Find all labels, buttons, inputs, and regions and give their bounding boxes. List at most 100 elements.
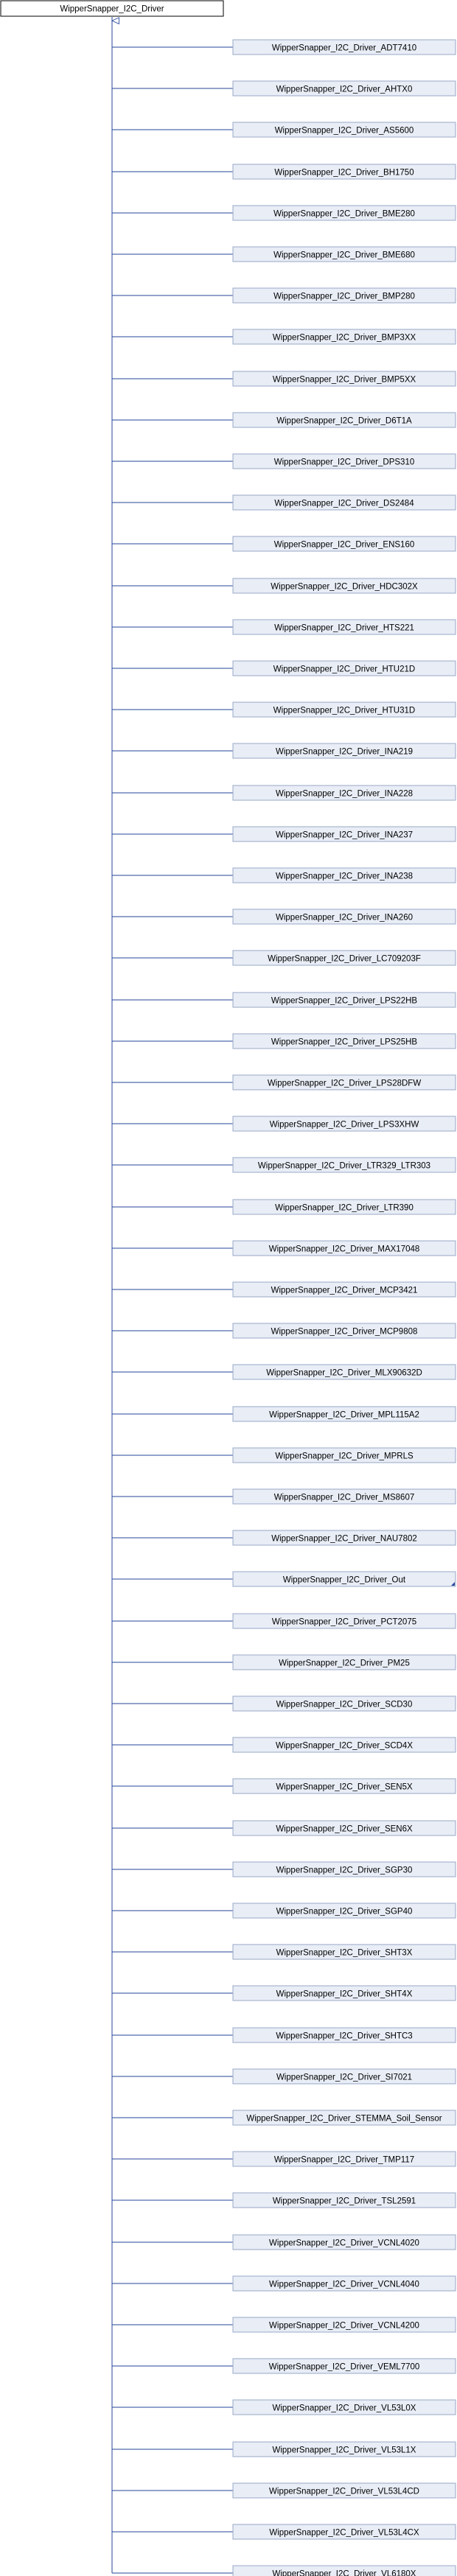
derived-class-node[interactable]: WipperSnapper_I2C_Driver_BME280: [232, 205, 456, 221]
derived-class-node[interactable]: WipperSnapper_I2C_Driver_VL53L4CX: [232, 2524, 456, 2540]
derived-class-node[interactable]: WipperSnapper_I2C_Driver_INA237: [232, 826, 456, 842]
derived-class-label: WipperSnapper_I2C_Driver_MCP3421: [271, 1287, 418, 1295]
derived-class-box: [232, 536, 456, 552]
derived-class-label: WipperSnapper_I2C_Driver_SEN5X: [276, 1783, 413, 1792]
collapsed-children-marker-icon: [451, 1582, 455, 1586]
derived-class-box: [232, 1985, 456, 2001]
derived-class-node[interactable]: WipperSnapper_I2C_Driver_NAU7802: [232, 1530, 456, 1546]
derived-class-label: WipperSnapper_I2C_Driver_BME680: [273, 251, 415, 260]
derived-class-node[interactable]: WipperSnapper_I2C_Driver_SHT4X: [232, 1985, 456, 2001]
derived-class-node[interactable]: WipperSnapper_I2C_Driver_MCP9808: [232, 1323, 456, 1339]
derived-class-node[interactable]: WipperSnapper_I2C_Driver_HTU31D: [232, 701, 456, 718]
derived-class-node[interactable]: WipperSnapper_I2C_Driver_HTU21D: [232, 660, 456, 676]
derived-class-node[interactable]: WipperSnapper_I2C_Driver_LTR329_LTR303: [232, 1157, 456, 1173]
derived-class-label: WipperSnapper_I2C_Driver_BMP3XX: [273, 334, 416, 343]
derived-class-node[interactable]: WipperSnapper_I2C_Driver_VCNL4020: [232, 2234, 456, 2250]
derived-class-box: [232, 619, 456, 635]
derived-class-node[interactable]: WipperSnapper_I2C_Driver_SGP40: [232, 1903, 456, 1919]
derived-class-box: [232, 1654, 456, 1670]
derived-class-node[interactable]: WipperSnapper_I2C_Driver_TSL2591: [232, 2192, 456, 2208]
derived-class-node[interactable]: WipperSnapper_I2C_Driver_INA219: [232, 743, 456, 759]
derived-class-list: WipperSnapper_I2C_Driver_ADT7410WipperSn…: [232, 39, 456, 2576]
derived-class-node[interactable]: WipperSnapper_I2C_Driver_TMP117: [232, 2151, 456, 2167]
derived-class-box: [232, 2441, 456, 2457]
derived-class-node[interactable]: WipperSnapper_I2C_Driver_LTR390: [232, 1199, 456, 1215]
derived-class-node[interactable]: WipperSnapper_I2C_Driver_SCD30: [232, 1695, 456, 1712]
derived-class-node[interactable]: WipperSnapper_I2C_Driver_SGP30: [232, 1861, 456, 1877]
derived-class-box: [232, 2358, 456, 2374]
derived-class-node[interactable]: WipperSnapper_I2C_Driver_MAX17048: [232, 1240, 456, 1256]
derived-class-node[interactable]: WipperSnapper_I2C_Driver_ADT7410: [232, 39, 456, 55]
base-class-node[interactable]: WipperSnapper_I2C_Driver: [0, 0, 224, 17]
derived-class-node[interactable]: WipperSnapper_I2C_Driver_VCNL4040: [232, 2275, 456, 2292]
derived-class-node[interactable]: WipperSnapper_I2C_Driver_PCT2075: [232, 1613, 456, 1629]
derived-class-node[interactable]: WipperSnapper_I2C_Driver_AHTX0: [232, 80, 456, 97]
derived-class-node[interactable]: WipperSnapper_I2C_Driver_PM25: [232, 1654, 456, 1670]
derived-class-node[interactable]: WipperSnapper_I2C_Driver_INA260: [232, 909, 456, 925]
derived-class-node[interactable]: WipperSnapper_I2C_Driver_VL53L1X: [232, 2441, 456, 2457]
derived-class-label: WipperSnapper_I2C_Driver_INA260: [276, 914, 413, 923]
derived-class-box: [232, 1613, 456, 1629]
derived-class-node[interactable]: WipperSnapper_I2C_Driver_DPS310: [232, 453, 456, 469]
derived-class-node[interactable]: WipperSnapper_I2C_Driver_LPS3XHW: [232, 1116, 456, 1132]
derived-class-node[interactable]: WipperSnapper_I2C_Driver_SHT3X: [232, 1944, 456, 1960]
derived-class-node[interactable]: WipperSnapper_I2C_Driver_SCD4X: [232, 1737, 456, 1753]
derived-class-node[interactable]: WipperSnapper_I2C_Driver_MCP3421: [232, 1281, 456, 1298]
derived-class-node[interactable]: WipperSnapper_I2C_Driver_VL6180X: [232, 2565, 456, 2576]
derived-class-box: [232, 205, 456, 221]
base-class-box: [0, 0, 224, 17]
derived-class-node[interactable]: WipperSnapper_I2C_Driver_LPS22HB: [232, 992, 456, 1008]
derived-class-node[interactable]: WipperSnapper_I2C_Driver_DS2484: [232, 494, 456, 511]
derived-class-node[interactable]: WipperSnapper_I2C_Driver_BME680: [232, 246, 456, 262]
derived-class-node[interactable]: WipperSnapper_I2C_Driver_MLX90632D: [232, 1364, 456, 1380]
derived-class-label: WipperSnapper_I2C_Driver_LTR390: [275, 1204, 414, 1213]
derived-class-box: [232, 1116, 456, 1132]
derived-class-node[interactable]: WipperSnapper_I2C_Driver_SHTC3: [232, 2027, 456, 2043]
derived-class-node[interactable]: WipperSnapper_I2C_Driver_SEN6X: [232, 1820, 456, 1836]
derived-class-node[interactable]: WipperSnapper_I2C_Driver_INA238: [232, 867, 456, 883]
derived-class-node[interactable]: WipperSnapper_I2C_Driver_LPS25HB: [232, 1033, 456, 1049]
derived-class-node[interactable]: WipperSnapper_I2C_Driver_HDC302X: [232, 578, 456, 594]
derived-class-node[interactable]: WipperSnapper_I2C_Driver_STEMMA_Soil_Sen…: [232, 2110, 456, 2126]
derived-class-label: WipperSnapper_I2C_Driver_HTU31D: [273, 707, 415, 715]
derived-class-box: [232, 743, 456, 759]
derived-class-node[interactable]: WipperSnapper_I2C_Driver_VL53L4CD: [232, 2482, 456, 2499]
derived-class-box: [232, 371, 456, 387]
derived-class-label: WipperSnapper_I2C_Driver_MPL115A2: [269, 1411, 419, 1420]
derived-class-label: WipperSnapper_I2C_Driver_INA237: [276, 831, 413, 840]
derived-class-node[interactable]: WipperSnapper_I2C_Driver_Out: [232, 1571, 456, 1587]
derived-class-node[interactable]: WipperSnapper_I2C_Driver_SI7021: [232, 2068, 456, 2085]
derived-class-box: [232, 992, 456, 1008]
derived-class-node[interactable]: WipperSnapper_I2C_Driver_MPRLS: [232, 1447, 456, 1463]
derived-class-node[interactable]: WipperSnapper_I2C_Driver_MPL115A2: [232, 1406, 456, 1422]
derived-class-node[interactable]: WipperSnapper_I2C_Driver_AS5600: [232, 122, 456, 138]
derived-class-label: WipperSnapper_I2C_Driver_VCNL4200: [269, 2322, 419, 2331]
derived-class-node[interactable]: WipperSnapper_I2C_Driver_INA228: [232, 785, 456, 801]
derived-class-box: [232, 1240, 456, 1256]
derived-class-node[interactable]: WipperSnapper_I2C_Driver_MS8607: [232, 1488, 456, 1505]
derived-class-node[interactable]: WipperSnapper_I2C_Driver_LC709203F: [232, 950, 456, 966]
derived-class-node[interactable]: WipperSnapper_I2C_Driver_BH1750: [232, 164, 456, 180]
derived-class-box: [232, 2482, 456, 2499]
derived-class-box: [232, 2110, 456, 2126]
derived-class-node[interactable]: WipperSnapper_I2C_Driver_BMP3XX: [232, 329, 456, 345]
derived-class-box: [232, 2027, 456, 2043]
derived-class-node[interactable]: WipperSnapper_I2C_Driver_BMP5XX: [232, 371, 456, 387]
derived-class-node[interactable]: WipperSnapper_I2C_Driver_VL53L0X: [232, 2399, 456, 2415]
inheritance-connectors: [112, 17, 233, 2574]
derived-class-node[interactable]: WipperSnapper_I2C_Driver_VCNL4200: [232, 2317, 456, 2333]
derived-class-label: WipperSnapper_I2C_Driver_VCNL4040: [269, 2281, 419, 2289]
derived-class-box: [232, 1737, 456, 1753]
derived-class-node[interactable]: WipperSnapper_I2C_Driver_LPS28DFW: [232, 1074, 456, 1091]
derived-class-box: [232, 867, 456, 883]
derived-class-node[interactable]: WipperSnapper_I2C_Driver_BMP280: [232, 287, 456, 304]
derived-class-node[interactable]: WipperSnapper_I2C_Driver_ENS160: [232, 536, 456, 552]
derived-class-node[interactable]: WipperSnapper_I2C_Driver_D6T1A: [232, 412, 456, 428]
derived-class-node[interactable]: WipperSnapper_I2C_Driver_HTS221: [232, 619, 456, 635]
derived-class-box: [232, 122, 456, 138]
derived-class-node[interactable]: WipperSnapper_I2C_Driver_SEN5X: [232, 1778, 456, 1794]
derived-class-box: [232, 2275, 456, 2292]
derived-class-node[interactable]: WipperSnapper_I2C_Driver_VEML7700: [232, 2358, 456, 2374]
derived-class-box: [232, 1074, 456, 1091]
